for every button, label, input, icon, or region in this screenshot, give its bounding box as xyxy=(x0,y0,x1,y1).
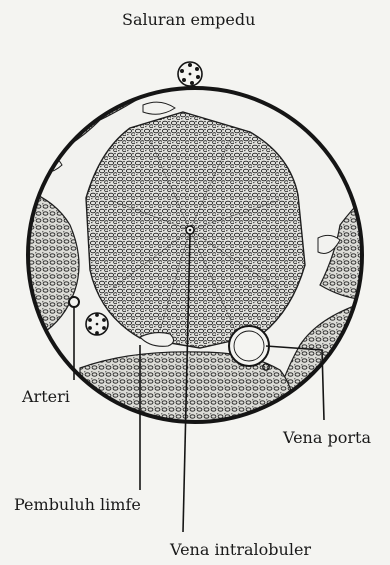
label-artery: Arteri xyxy=(21,387,70,406)
central-vein-icon xyxy=(186,226,194,234)
label-bile-duct: Saluran empedu xyxy=(122,10,255,29)
label-central-vein: Vena intralobuler xyxy=(169,540,311,559)
bile-duct-left-icon xyxy=(86,313,108,335)
lobule-tissue xyxy=(20,80,380,440)
artery-icon xyxy=(69,297,79,307)
label-portal-vein: Vena porta xyxy=(282,428,371,447)
bile-duct-icon xyxy=(178,62,202,86)
central-lobule xyxy=(86,112,305,348)
label-lymph-vessel: Pembuluh limfe xyxy=(14,495,141,514)
upper-right-channel xyxy=(305,111,330,123)
